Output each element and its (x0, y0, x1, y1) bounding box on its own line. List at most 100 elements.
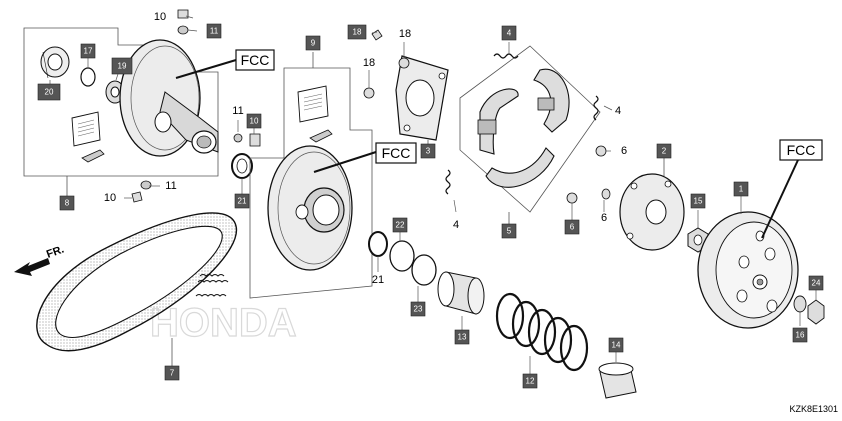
clutch-outer-1 (697, 211, 799, 329)
part-label-6-boxed: 6 (564, 219, 580, 235)
part-label-12: 12 (522, 373, 538, 389)
part-label-7: 7 (164, 365, 180, 381)
drive-face (119, 39, 219, 157)
part-label-8: 8 (59, 195, 75, 211)
spring-4-top (493, 53, 519, 59)
clip-18-top (371, 29, 383, 41)
part-label-15: 15 (690, 193, 706, 209)
fcc-callout-2-label: FCC (382, 145, 411, 161)
bolt-10-left (131, 191, 143, 203)
bolt-10-top (177, 9, 189, 19)
part-label-18-boxed: 18 (347, 24, 367, 40)
svg-text:5: 5 (507, 227, 512, 236)
part-label-5: 5 (501, 223, 517, 239)
group-frame-9 (249, 67, 373, 299)
svg-text:9: 9 (311, 39, 316, 48)
part-label-19: 19 (111, 57, 133, 75)
part-label-10-boxed: 10 (246, 113, 262, 129)
spring-12 (495, 292, 589, 372)
washer-11-left (140, 180, 152, 190)
ring-22 (389, 240, 415, 272)
direction-label: FR. (45, 243, 66, 260)
part-label-11-boxed: 11 (206, 23, 222, 39)
svg-text:2: 2 (662, 147, 667, 156)
part-label-17: 17 (80, 43, 96, 59)
oil-seal-21-upper (231, 153, 253, 179)
svg-text:18: 18 (353, 28, 362, 37)
part-label-6-mid: 6 (601, 212, 607, 224)
collar-14 (598, 362, 637, 399)
part-label-10-top: 10 (154, 11, 166, 23)
spring-4-right (593, 95, 599, 121)
plate-3 (395, 55, 449, 141)
svg-text:16: 16 (796, 331, 805, 340)
diagram-code: KZK8E1301 (789, 404, 838, 414)
driven-face (267, 145, 353, 271)
spring-4-lower (445, 169, 451, 195)
part-label-11-left: 11 (165, 180, 176, 192)
svg-text:12: 12 (526, 377, 535, 386)
fcc-callout-1 (235, 49, 275, 71)
nut-6-mid (566, 192, 578, 204)
svg-text:15: 15 (694, 197, 703, 206)
collar-13 (437, 271, 485, 315)
bearing-20 (40, 46, 70, 79)
part-label-6-right: 6 (621, 145, 627, 157)
svg-text:8: 8 (65, 199, 70, 208)
fcc-callout-1-label: FCC (241, 52, 270, 68)
svg-text:19: 19 (118, 62, 127, 71)
part-label-14: 14 (608, 337, 624, 353)
washer-11-top (177, 25, 189, 35)
part-label-24: 24 (808, 275, 824, 291)
part-label-18-low: 18 (363, 57, 375, 69)
svg-text:6: 6 (570, 223, 575, 232)
ring-23 (411, 254, 437, 286)
part-label-11-mid: 11 (232, 105, 243, 117)
svg-text:24: 24 (812, 279, 821, 288)
svg-text:23: 23 (414, 305, 423, 314)
label-sticker-center (297, 85, 329, 123)
part-label-21-lower: 21 (372, 274, 384, 286)
group-frame-5 (459, 45, 601, 213)
fcc-callout-3-label: FCC (787, 142, 816, 158)
fcc-callout-2 (375, 142, 417, 164)
bolt-10-mid (249, 133, 261, 147)
nut-6-top (595, 145, 607, 157)
ring-17 (80, 67, 96, 87)
part-label-22: 22 (392, 217, 408, 233)
honda-watermark: HONDA (150, 301, 297, 345)
part-label-18-mid: 18 (399, 28, 411, 40)
part-label-4-top: 4 (501, 25, 517, 41)
direction-arrow: FR. (14, 243, 66, 276)
washer-11-mid (233, 133, 243, 143)
drive-belt-7 (36, 212, 238, 352)
nut-24 (807, 299, 825, 325)
part-label-23: 23 (410, 301, 426, 317)
svg-text:20: 20 (45, 88, 54, 97)
clip-18-mid (398, 57, 410, 69)
part-label-1: 1 (733, 181, 749, 197)
fcc-callout-3 (779, 139, 823, 161)
svg-text:11: 11 (210, 27, 219, 36)
svg-text:4: 4 (507, 29, 512, 38)
part-label-13: 13 (454, 329, 470, 345)
part-label-9: 9 (305, 35, 321, 51)
svg-text:22: 22 (396, 221, 405, 230)
drive-plate-2 (619, 173, 685, 251)
washer-16 (793, 295, 807, 313)
svg-text:21: 21 (238, 197, 247, 206)
part-label-20: 20 (37, 83, 61, 101)
svg-text:1: 1 (739, 185, 744, 194)
label-sticker-left (71, 111, 101, 147)
part-label-4-right: 4 (615, 105, 621, 117)
nut-6-low (601, 188, 611, 200)
part-label-3: 3 (420, 143, 436, 159)
clip-center (309, 129, 333, 143)
svg-text:10: 10 (250, 117, 259, 126)
svg-text:3: 3 (426, 147, 431, 156)
oil-seal-21-lower (368, 231, 388, 257)
part-label-21-boxed: 21 (234, 193, 250, 209)
part-label-16: 16 (792, 327, 808, 343)
clutch-shoes (477, 68, 570, 188)
